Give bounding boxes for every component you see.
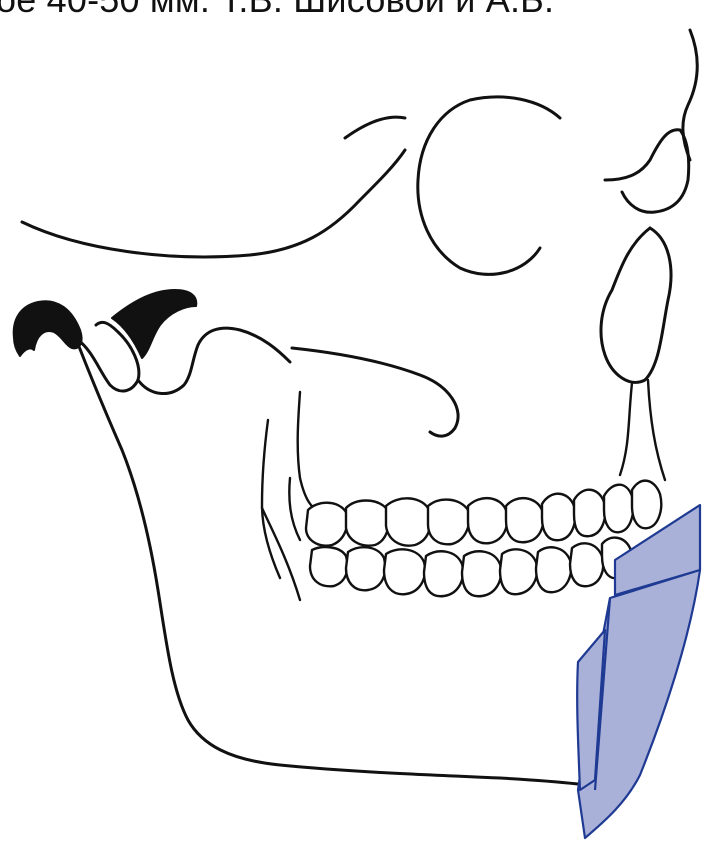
lower-tooth [424, 551, 463, 596]
sigmoid-notch [138, 328, 290, 393]
upper-tooth [428, 500, 469, 545]
lower-tooth [310, 547, 348, 586]
maxilla-front [601, 228, 671, 382]
upper-tooth [542, 494, 575, 541]
upper-tooth [306, 503, 347, 546]
lower-tooth [536, 547, 571, 592]
lower-tooth [346, 547, 385, 590]
upper-tooth [506, 498, 543, 542]
upper-tooth [604, 485, 633, 533]
lower-tooth [500, 549, 537, 594]
upper-tooth [468, 498, 507, 543]
coronoid-process [292, 348, 458, 436]
zygomatic-arch-line [22, 150, 405, 257]
lower-tooth [570, 543, 603, 586]
upper-tooth [346, 501, 389, 546]
condyle-articular-right [112, 290, 196, 358]
orbit-outline [418, 97, 560, 275]
ramus-inner-line-3 [289, 478, 300, 540]
lower-teeth [310, 538, 631, 597]
nasal-aperture [605, 130, 689, 212]
upper-tooth [632, 481, 661, 529]
upper-tooth [386, 498, 431, 545]
maxilla-lower-line [620, 383, 632, 475]
upper-teeth [306, 481, 661, 546]
upper-tooth [574, 490, 605, 537]
ramus-inner-line-2 [298, 392, 322, 512]
maxilla-lower-line-2 [648, 380, 665, 480]
temporal-line [345, 117, 405, 138]
condyle-articular-left [14, 301, 82, 356]
lower-tooth [462, 551, 501, 596]
lower-tooth [384, 549, 425, 594]
ramus-inner-line-1 [262, 420, 280, 578]
